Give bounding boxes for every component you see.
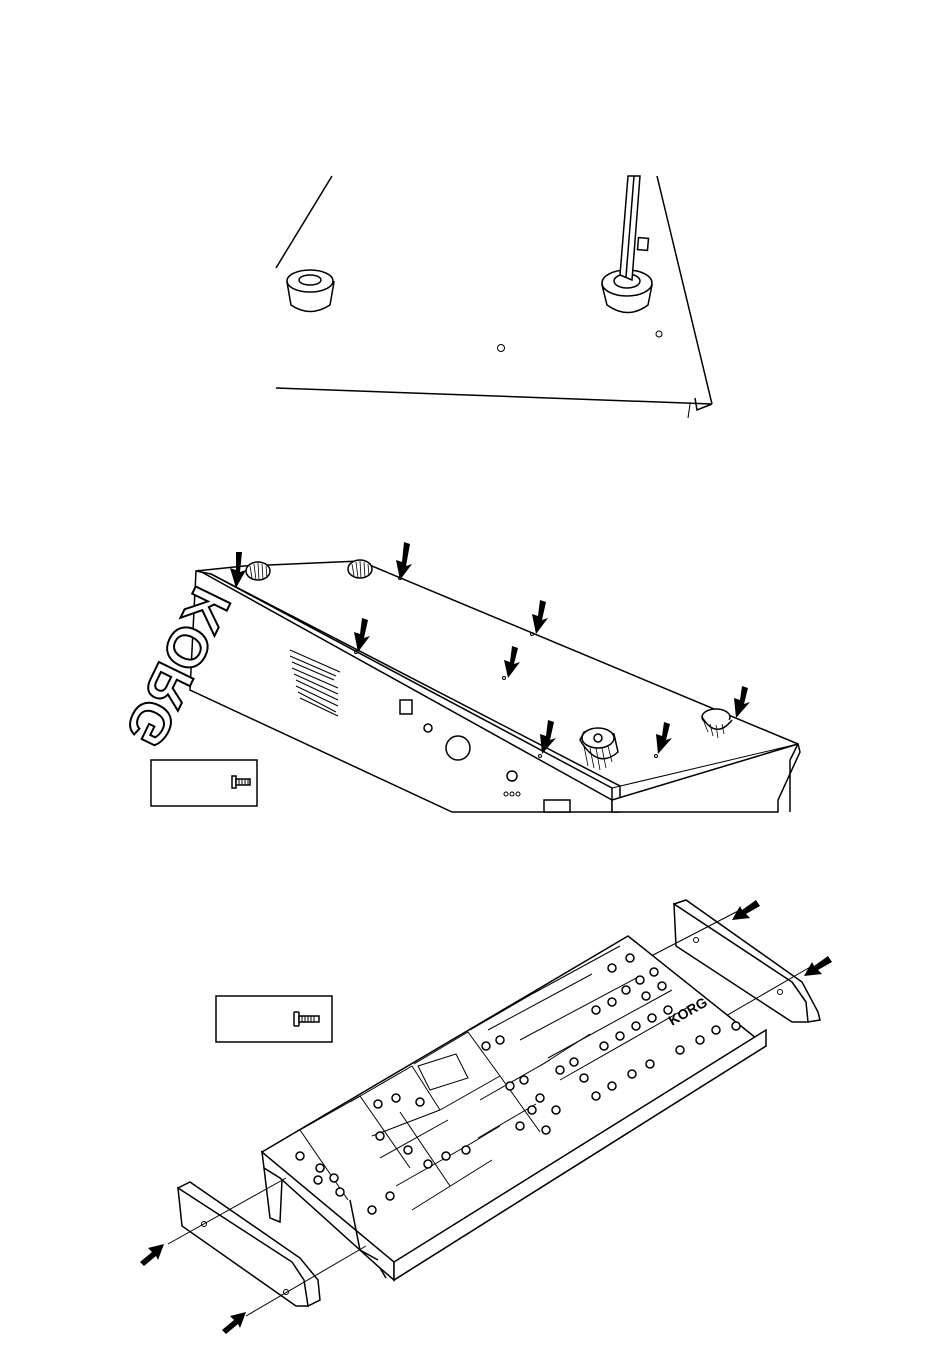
panel-knob (516, 1122, 524, 1130)
panel-knob (336, 1188, 344, 1196)
panel-knob (368, 1206, 376, 1214)
panel-knob (482, 1042, 490, 1050)
panel-knob (536, 1094, 544, 1102)
panel-knob (424, 1160, 432, 1168)
panel-knob (330, 1174, 338, 1182)
panel-knob (608, 964, 616, 972)
panel-knob (296, 1152, 304, 1160)
synth-body (262, 936, 766, 1280)
panel-knob (592, 1006, 600, 1014)
panel-knob (608, 998, 616, 1006)
panel-knob (732, 1022, 740, 1030)
panel-knob (676, 1046, 684, 1054)
panel-knob (528, 1106, 536, 1114)
panel-knob (600, 1042, 608, 1050)
panel-knob (570, 1058, 578, 1066)
panel-knob (392, 1094, 400, 1102)
panel-knob (622, 986, 630, 994)
panel-knob (462, 1146, 470, 1154)
panel-knob (648, 1014, 656, 1022)
panel-knob (712, 1026, 720, 1034)
wooden-side-panel-left (178, 1182, 320, 1306)
panel-knob (556, 1066, 564, 1074)
panel-knob (374, 1100, 382, 1108)
panel-knob (416, 1098, 424, 1106)
panel-knob (658, 982, 666, 990)
panel-knob (632, 1022, 640, 1030)
panel-knob (642, 992, 650, 1000)
arrow-icon (804, 956, 832, 976)
panel-knob (650, 968, 658, 976)
arrow-icon (140, 1244, 164, 1266)
panel-knob (552, 1106, 560, 1114)
panel-knob (542, 1126, 550, 1134)
panel-knob (376, 1132, 384, 1140)
panel-knob (696, 1036, 704, 1044)
panel-knob (628, 1070, 636, 1078)
panel-knob (592, 1092, 600, 1100)
panel-knob (316, 1164, 324, 1172)
arrow-icon (222, 1312, 246, 1334)
panel-knob (580, 1074, 588, 1082)
panel-knob (520, 1076, 528, 1084)
panel-knob (496, 1036, 504, 1044)
panel-knob (636, 976, 644, 984)
panel-knob (616, 1032, 624, 1040)
arrow-icon (732, 900, 760, 920)
panel-knob (442, 1152, 450, 1160)
panel-knob (608, 1082, 616, 1090)
panel-knob (314, 1176, 322, 1184)
panel-knob (626, 954, 634, 962)
panel-knob (506, 1082, 514, 1090)
panel-knob (386, 1192, 394, 1200)
panel-knob (404, 1146, 412, 1154)
panel-knob (646, 1060, 654, 1068)
